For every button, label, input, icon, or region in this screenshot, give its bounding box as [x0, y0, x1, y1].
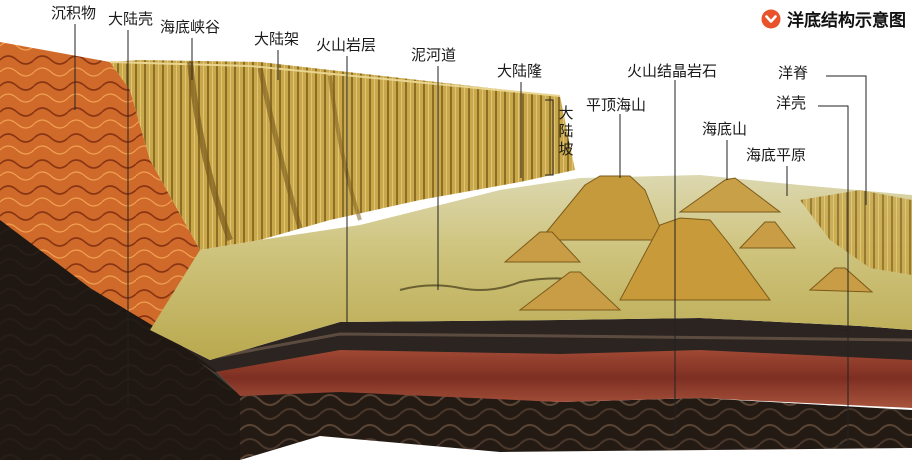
down-chevron-badge-icon — [761, 9, 781, 29]
label-abyssal-plain: 海底平原 — [746, 148, 806, 163]
label-volcanic-rock-layer: 火山岩层 — [316, 38, 376, 53]
label-continental-crust: 大陆壳 — [108, 12, 153, 27]
label-continental-slope: 大陆坡 — [558, 104, 574, 158]
label-ocean-ridge: 洋脊 — [778, 66, 808, 81]
label-oceanic-crust: 洋壳 — [776, 96, 806, 111]
label-guyot: 平顶海山 — [586, 98, 646, 113]
label-continental-shelf: 大陆架 — [254, 32, 299, 47]
label-submarine-canyon: 海底峡谷 — [160, 20, 220, 35]
label-sediment: 沉积物 — [51, 6, 96, 21]
label-seamount: 海底山 — [702, 122, 747, 137]
label-volcanic-crystalline-rock: 火山结晶岩石 — [627, 64, 717, 79]
label-continental-rise: 大陆隆 — [497, 64, 542, 79]
label-mud-channel: 泥河道 — [411, 48, 456, 63]
diagram-title: 洋底结构示意图 — [761, 6, 906, 31]
title-text: 洋底结构示意图 — [787, 6, 906, 31]
